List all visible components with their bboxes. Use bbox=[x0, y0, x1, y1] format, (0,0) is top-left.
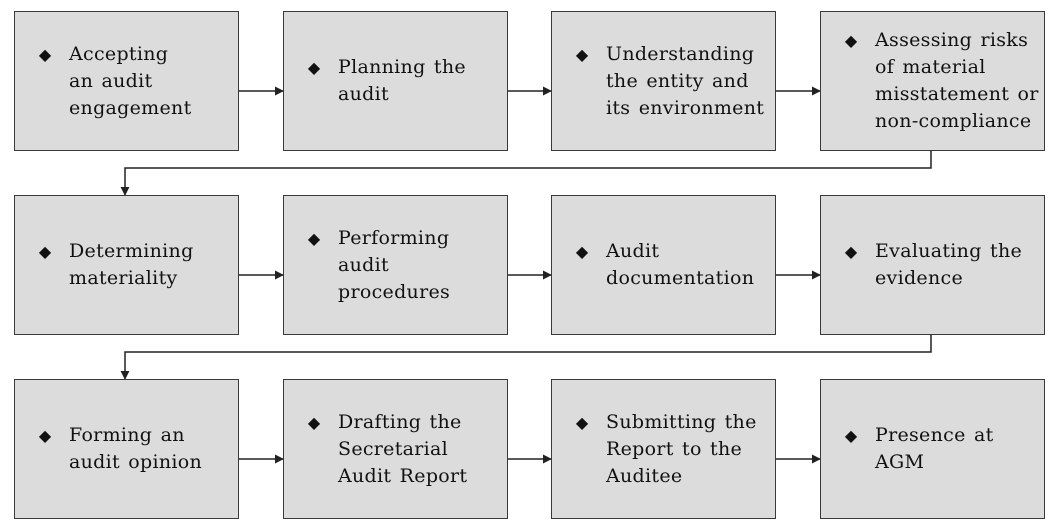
step-box: ◆ Performing audit procedures bbox=[283, 195, 508, 335]
step-label-line: materiality bbox=[69, 267, 178, 289]
step-label-line: engagement bbox=[69, 97, 192, 119]
step-box: ◆ Planning the audit bbox=[283, 11, 508, 151]
step-label-line: its environment bbox=[606, 97, 765, 119]
step-label-line: Presence at bbox=[875, 424, 994, 446]
step-label-line: Audit bbox=[606, 240, 660, 262]
step-label-line: Secretarial bbox=[338, 438, 449, 460]
step-box: ◆ Understanding the entity and its environm… bbox=[551, 11, 776, 151]
step-label-line: documentation bbox=[606, 267, 755, 289]
diamond-bullet-icon: ◆ bbox=[307, 229, 321, 248]
diamond-bullet-icon: ◆ bbox=[575, 45, 589, 64]
step-label: Planning the audit bbox=[338, 54, 466, 108]
step-box: ◆ Audit documentation bbox=[551, 195, 776, 335]
diamond-bullet-icon: ◆ bbox=[38, 242, 52, 261]
diamond-bullet-icon: ◆ bbox=[844, 426, 858, 445]
diamond-bullet-icon: ◆ bbox=[575, 242, 589, 261]
step-label-line: non-compliance bbox=[875, 110, 1032, 132]
step-label-line: of material bbox=[875, 56, 986, 78]
step-label: Evaluating the evidence bbox=[875, 238, 1022, 292]
step-label: Forming an audit opinion bbox=[69, 422, 202, 476]
step-label: Performing audit procedures bbox=[338, 225, 450, 306]
step-label-line: audit bbox=[338, 254, 389, 276]
step-label: Presence at AGM bbox=[875, 422, 994, 476]
step-label: Accepting an audit engagement bbox=[69, 41, 192, 122]
step-label-line: audit bbox=[338, 83, 389, 105]
step-label-line: Auditee bbox=[606, 465, 683, 487]
step-box: ◆ Determining materiality bbox=[14, 195, 239, 335]
step-box: ◆ Presence at AGM bbox=[820, 379, 1045, 519]
step-label-line: Audit Report bbox=[338, 465, 468, 487]
diamond-bullet-icon: ◆ bbox=[307, 413, 321, 432]
diamond-bullet-icon: ◆ bbox=[38, 45, 52, 64]
diamond-bullet-icon: ◆ bbox=[575, 413, 589, 432]
step-label: Assessing risks of material misstatement o… bbox=[875, 27, 1039, 135]
step-box: ◆ Assessing risks of material misstatement … bbox=[820, 11, 1045, 151]
step-label-line: misstatement or bbox=[875, 83, 1039, 105]
step-label-line: Drafting the bbox=[338, 411, 462, 433]
step-label-line: Assessing risks bbox=[875, 29, 1029, 51]
step-label-line: Planning the bbox=[338, 56, 466, 78]
step-label-line: Determining bbox=[69, 240, 194, 262]
step-box: ◆ Forming an audit opinion bbox=[14, 379, 239, 519]
step-label-line: Evaluating the bbox=[875, 240, 1023, 262]
step-label: Audit documentation bbox=[606, 238, 754, 292]
step-label-line: Forming an bbox=[69, 424, 185, 446]
step-label-line: Accepting bbox=[69, 43, 169, 65]
diamond-bullet-icon: ◆ bbox=[844, 242, 858, 261]
step-label-line: AGM bbox=[875, 451, 925, 473]
step-label-line: Submitting the bbox=[606, 411, 757, 433]
step-label-line: Performing bbox=[338, 227, 450, 249]
diamond-bullet-icon: ◆ bbox=[844, 31, 858, 50]
step-label-line: audit opinion bbox=[69, 451, 203, 473]
diamond-bullet-icon: ◆ bbox=[307, 58, 321, 77]
step-label-line: Understanding bbox=[606, 43, 755, 65]
step-box: ◆ Accepting an audit engagement bbox=[14, 11, 239, 151]
step-label-line: procedures bbox=[338, 281, 451, 303]
step-label-line: Report to the bbox=[606, 438, 743, 460]
step-label: Determining materiality bbox=[69, 238, 194, 292]
step-label-line: an audit bbox=[69, 70, 153, 92]
diamond-bullet-icon: ◆ bbox=[38, 426, 52, 445]
row-wrap-arrow bbox=[120, 335, 932, 380]
step-label-line: evidence bbox=[875, 267, 963, 289]
step-box: ◆ Evaluating the evidence bbox=[820, 195, 1045, 335]
step-label-line: the entity and bbox=[606, 70, 749, 92]
step-label: Understanding the entity and its environme… bbox=[606, 41, 764, 122]
row-wrap-arrow bbox=[120, 151, 932, 196]
